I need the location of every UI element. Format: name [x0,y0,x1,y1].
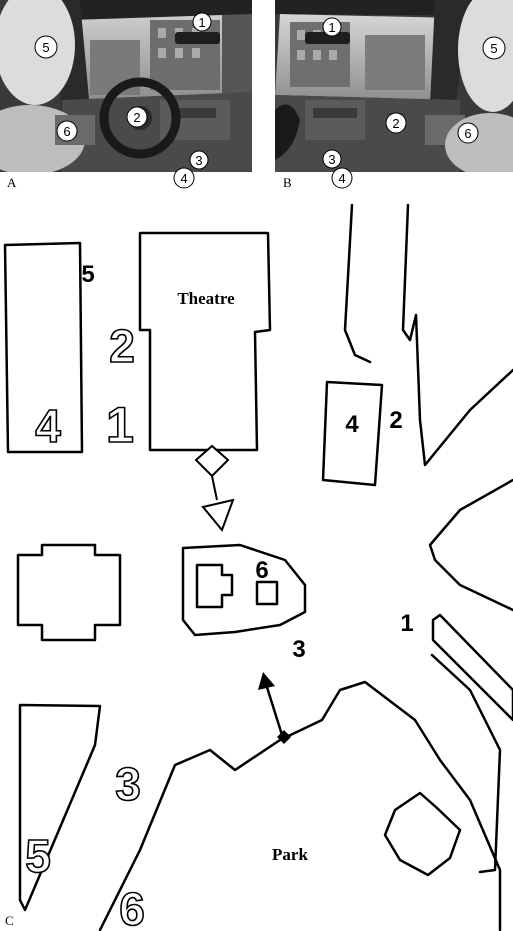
road-edge [343,203,372,364]
svg-text:6: 6 [464,126,471,141]
central-island [181,543,307,637]
bold-number-3: 3 [292,636,305,663]
car-marker-park [258,672,291,744]
building-left-cross [16,543,122,642]
car-marker-theatre [194,444,235,532]
outline-number-3: 3 [115,758,141,810]
photo-panel-a: 1 2 3 5 6 [0,0,252,172]
marker-b-3: 3 [322,149,342,169]
marker-b-1: 1 [322,17,342,37]
rearview-mirror [175,32,220,44]
svg-text:6: 6 [63,124,70,139]
outline-number-1: 1 [106,397,134,453]
svg-text:3: 3 [195,153,202,168]
building-right-small [321,380,384,487]
island-structure-small [255,580,279,606]
road-edge [428,478,513,612]
park-pavilion [383,791,462,877]
svg-text:5: 5 [490,41,497,56]
car-interior-photo-b: 1 2 3 5 6 [275,0,513,172]
svg-text:1: 1 [328,20,335,35]
svg-text:2: 2 [133,110,140,125]
outline-number-2: 2 [109,320,135,372]
panel-label-b: B [283,175,292,190]
outline-number-4: 4 [35,400,61,452]
bold-number-1: 1 [400,610,413,637]
triangle-plot [18,703,102,912]
steering-wheel [99,77,181,159]
marker-a-4-holder: 4 [173,167,195,189]
bold-number-5: 5 [81,261,94,288]
svg-text:1: 1 [198,15,205,30]
marker-b-2: 2 [385,112,407,134]
island-structure-large [195,563,234,609]
svg-text:4: 4 [338,171,345,186]
rearview-mirror [305,32,350,44]
bold-number-2: 2 [389,407,402,434]
road-median [431,613,513,722]
marker-a-1: 1 [192,12,212,32]
marker-a-4: 4 [173,167,195,189]
marker-a-5: 5 [34,35,58,59]
label-park: Park [272,845,308,864]
car-interior-photo-a: 1 2 3 5 6 [0,0,252,172]
bold-number-6: 6 [255,557,268,584]
bold-number-4: 4 [345,411,359,438]
park-boundary [98,680,502,931]
steering-wheel-partial [275,104,300,160]
panel-label-a: A [7,175,17,190]
marker-b-4-holder: 4 [331,167,353,189]
photo-panel-b: 1 2 3 5 6 [275,0,513,172]
outline-number-6: 6 [119,883,145,931]
svg-text:5: 5 [42,40,49,55]
marker-a-3: 3 [189,150,209,170]
road-edge [430,653,502,874]
marker-b-6: 6 [457,122,479,144]
headrest [458,0,513,112]
direction-arrow-outline [201,498,235,532]
marker-b-5: 5 [482,36,506,60]
road-edge [401,203,513,467]
label-theatre: Theatre [177,289,235,308]
marker-a-6: 6 [56,120,78,142]
svg-text:2: 2 [392,116,399,131]
marker-a-2: 2 [126,106,148,128]
marker-b-4: 4 [331,167,353,189]
svg-text:3: 3 [328,152,335,167]
building-left-tall [3,241,84,454]
direction-arrow-solid [258,672,275,690]
street-map: Theatre Park 2 1 4 3 5 6 5 4 2 6 3 1 [3,203,513,931]
svg-text:4: 4 [180,171,187,186]
outline-number-5: 5 [25,830,51,882]
theatre-building [138,231,272,452]
panel-label-c: C [5,913,14,928]
